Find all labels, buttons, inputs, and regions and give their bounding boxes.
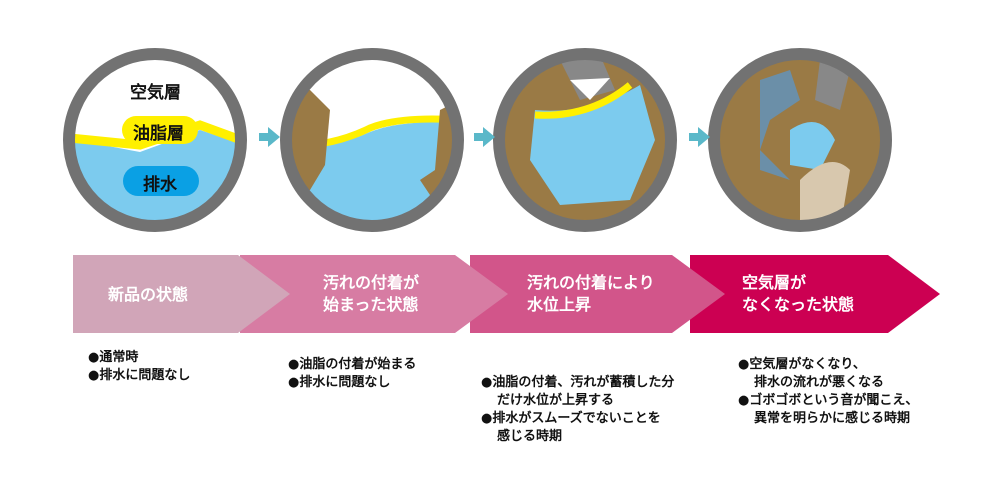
stage-notes-4: ●空気層がなくなり、 排水の流れが悪くなる●ゴボゴボという音が聞こえ、 異常を明… <box>738 357 919 426</box>
stage-banner-4 <box>690 255 940 333</box>
air-layer-label: 空気層 <box>130 83 181 103</box>
stage-notes-3: ●油脂の付着、汚れが蓄積した分 だけ水位が上昇する●排水がスムーズでないことを … <box>481 375 675 444</box>
pipe-clogged <box>718 58 882 222</box>
pipe-dirt-start <box>290 58 454 222</box>
stage-banner-1 <box>73 255 290 333</box>
oil-layer-badge <box>122 116 198 144</box>
stage-banner-3 <box>470 255 725 333</box>
stage-title-1: 新品の状態 <box>108 285 189 304</box>
drainage-label: 排水 <box>143 175 177 195</box>
stage-title-3: 汚れの付着により水位上昇 <box>527 273 655 314</box>
progress-arrows <box>259 127 710 147</box>
pipe-wall <box>63 48 247 232</box>
stage-title-2: 汚れの付着が始まった状態 <box>323 273 420 314</box>
stage-notes-2: ●油脂の付着が始まる●排水に問題なし <box>288 357 417 390</box>
stage-notes-1: ●通常時●排水に問題なし <box>88 350 191 383</box>
stage-banner-2 <box>240 255 508 333</box>
oil-layer-label: 油脂層 <box>133 124 184 144</box>
stage-title-4: 空気層がなくなった状態 <box>742 273 855 314</box>
drainage-badge <box>123 166 199 196</box>
pipe-water-rise <box>503 58 667 222</box>
